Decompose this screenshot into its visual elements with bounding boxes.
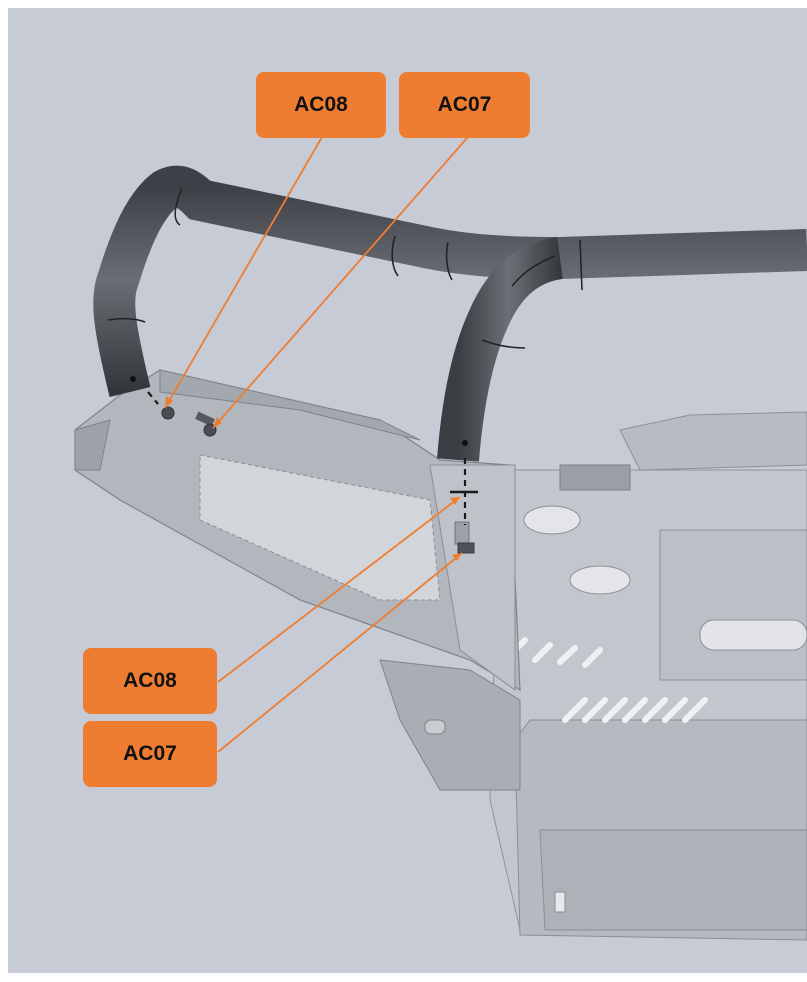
callout-ac08-bottom: AC08 — [83, 648, 217, 714]
callout-ac08-top: AC08 — [256, 72, 386, 138]
rear-frame-plates — [482, 411, 807, 941]
callout-ac07-top: AC07 — [399, 72, 530, 138]
leader-lines — [164, 136, 469, 753]
bumper-body — [74, 369, 521, 791]
callout-ac07-bottom: AC07 — [83, 721, 217, 787]
leader-arrowheads — [165, 396, 462, 561]
tube-hoop — [93, 165, 807, 462]
